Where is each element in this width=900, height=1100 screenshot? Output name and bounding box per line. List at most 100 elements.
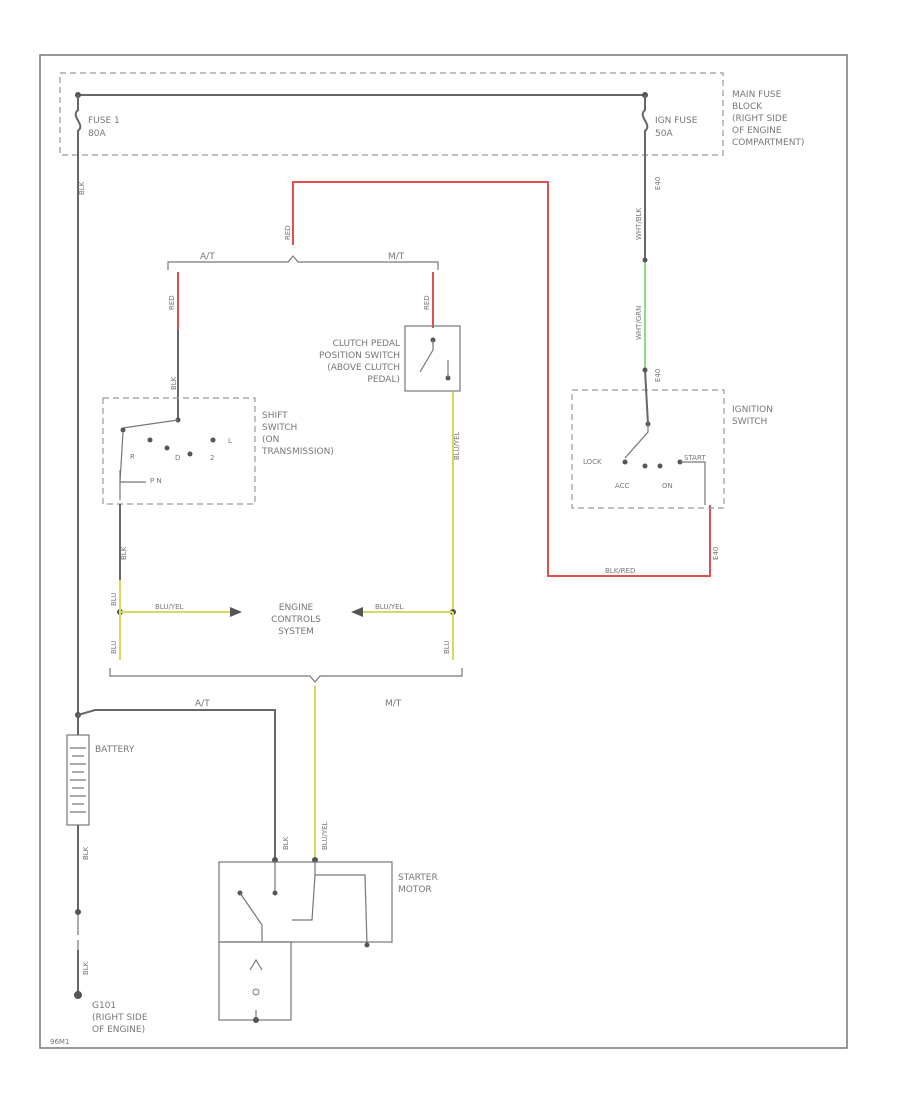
ign-feed-connector-lower — [642, 367, 648, 373]
ground-label-1: G101 — [92, 1001, 116, 1011]
ignition-switch-outline — [571, 389, 725, 509]
left-ecs-arrow-icon — [230, 607, 242, 617]
starter-motor: STARTER MOTOR — [218, 861, 438, 1023]
starter-motor-box — [218, 941, 292, 1021]
shift-pos-r: R — [130, 453, 135, 461]
wire-label-blu-left-2: BLU — [110, 641, 118, 654]
engine-controls-system: ENGINE CONTROLS SYSTEM — [109, 603, 463, 683]
ign-pos-start: START — [684, 454, 706, 462]
wire-label-blu-yel-left: BLU/YEL — [155, 603, 184, 611]
shift-pos-d: D — [175, 454, 180, 462]
ign-contact-acc — [642, 463, 648, 469]
wire-label-red-left: RED — [284, 225, 292, 240]
wire-label-blk-top: BLK — [78, 181, 86, 195]
shift-switch-label-3: (ON — [262, 435, 279, 445]
ignition-switch-label-2: SWITCH — [732, 417, 767, 427]
ground-g101-icon — [74, 991, 82, 999]
shift-contact-pn — [120, 427, 126, 433]
starter-coil-ground-node — [364, 942, 370, 948]
branch-label-at-bottom: A/T — [195, 699, 210, 709]
fuse1-rating: 80A — [88, 129, 106, 139]
fuse-block-label-4: OF ENGINE — [732, 126, 782, 136]
branch-label-at-top: A/T — [200, 252, 215, 262]
wire-label-red-at: RED — [168, 295, 176, 310]
starter-solenoid-arm — [239, 892, 263, 942]
starter-label-2: MOTOR — [398, 885, 432, 895]
shift-contact-r — [147, 437, 153, 443]
ign-fuse-name: IGN FUSE — [655, 116, 698, 126]
diagram-frame — [39, 54, 848, 1049]
starter-coil-return — [315, 874, 368, 946]
ign-contact-on — [657, 463, 663, 469]
battery-label: BATTERY — [95, 745, 135, 755]
wire-label-wht-grn: WHT/GRN — [635, 306, 643, 340]
right-ecs-arrow-icon — [351, 607, 363, 617]
starter-ground-node — [253, 1017, 259, 1023]
diagram-code: 96M1 — [50, 1038, 69, 1046]
fuse1-symbol — [74, 95, 82, 150]
ign-feed-connector-upper — [642, 257, 648, 263]
wire-label-e40-upper: E40 — [654, 177, 662, 190]
ign-switch-arm — [624, 424, 649, 459]
clutch-switch-arm — [419, 340, 434, 373]
battery: BATTERY — [66, 712, 135, 826]
wire-label-blk-shift-bottom: BLK — [120, 546, 128, 560]
ecs-bracket — [109, 668, 463, 683]
wire-label-blk-starter: BLK — [282, 836, 290, 850]
shift-pos-2: 2 — [210, 454, 214, 462]
shift-contact-d — [164, 445, 170, 451]
wire-label-blk-shift-top: BLK — [170, 376, 178, 390]
starter-motor-icon — [249, 958, 263, 971]
shift-switch-label-4: TRANSMISSION) — [261, 447, 334, 457]
battery-to-starter-wire — [77, 709, 276, 860]
ecs-label-2: CONTROLS — [271, 615, 321, 625]
shift-pos-l: L — [228, 437, 232, 445]
wire-label-e40-mid: E40 — [654, 369, 662, 382]
wire-label-wht-blk: WHT/BLK — [635, 207, 643, 240]
ign-start-lead — [680, 461, 706, 505]
ign-pos-on: ON — [662, 482, 673, 490]
shift-switch-outline — [102, 397, 256, 505]
clutch-switch-label-4: PEDAL) — [367, 375, 400, 385]
ign-contact-lock — [622, 459, 628, 465]
starter-contact-1 — [272, 890, 278, 896]
at-mt-split: A/T M/T — [167, 252, 439, 270]
ignition-switch: LOCK ACC ON START IGNITION SWITCH — [571, 389, 773, 509]
wire-label-blk-red-lower: BLU/YEL — [321, 821, 329, 850]
shift-switch-label-2: SWITCH — [262, 423, 297, 433]
starter-label-1: STARTER — [398, 873, 438, 883]
clutch-switch-box — [404, 325, 461, 392]
fuse1-name: FUSE 1 — [88, 116, 120, 126]
ign-pos-lock: LOCK — [583, 458, 602, 466]
red-start-wire — [292, 181, 711, 577]
wire-label-blk-batt: BLK — [82, 846, 90, 860]
fuse-block-outline — [59, 72, 724, 156]
ecs-label-3: SYSTEM — [278, 627, 314, 637]
ground-label-2: (RIGHT SIDE — [92, 1013, 148, 1023]
fuse-block-label-1: MAIN FUSE — [732, 90, 782, 100]
shift-switch-label-1: SHIFT — [262, 411, 288, 421]
ign-feed-lower — [644, 369, 649, 425]
ignition-switch-label-1: IGNITION — [732, 405, 773, 415]
wire-label-e40-right: E40 — [712, 547, 720, 560]
ign-fuse-symbol — [641, 95, 649, 150]
main-fuse-block: FUSE 1 80A IGN FUSE 50A MAIN FUSE BLOCK … — [59, 72, 804, 156]
wire-label-blu-right: BLU — [443, 641, 451, 654]
ign-pos-acc: ACC — [615, 482, 630, 490]
clutch-switch-label-1: CLUTCH PEDAL — [333, 339, 400, 349]
branch-label-mt-top: M/T — [388, 252, 405, 262]
battery-cells-icon — [70, 747, 86, 813]
shift-switch-arm — [122, 419, 179, 429]
starter-armature-icon — [252, 988, 260, 996]
wire-label-blk-ground: BLK — [82, 961, 90, 975]
wire-label-blu-yel-right-h: BLU/YEL — [375, 603, 404, 611]
fuse-block-label-3: (RIGHT SIDE — [732, 114, 788, 124]
shift-contact-l — [210, 437, 216, 443]
starter-coil-lead — [292, 862, 316, 921]
clutch-pedal-position-switch: CLUTCH PEDAL POSITION SWITCH (ABOVE CLUT… — [319, 325, 461, 392]
clutch-switch-label-2: POSITION SWITCH — [319, 351, 400, 361]
wire-label-blk-red-mid: BLK/RED — [605, 567, 635, 575]
branch-label-mt-bottom: M/T — [385, 699, 402, 709]
wire-label-blu-left-1: BLU — [110, 593, 118, 606]
